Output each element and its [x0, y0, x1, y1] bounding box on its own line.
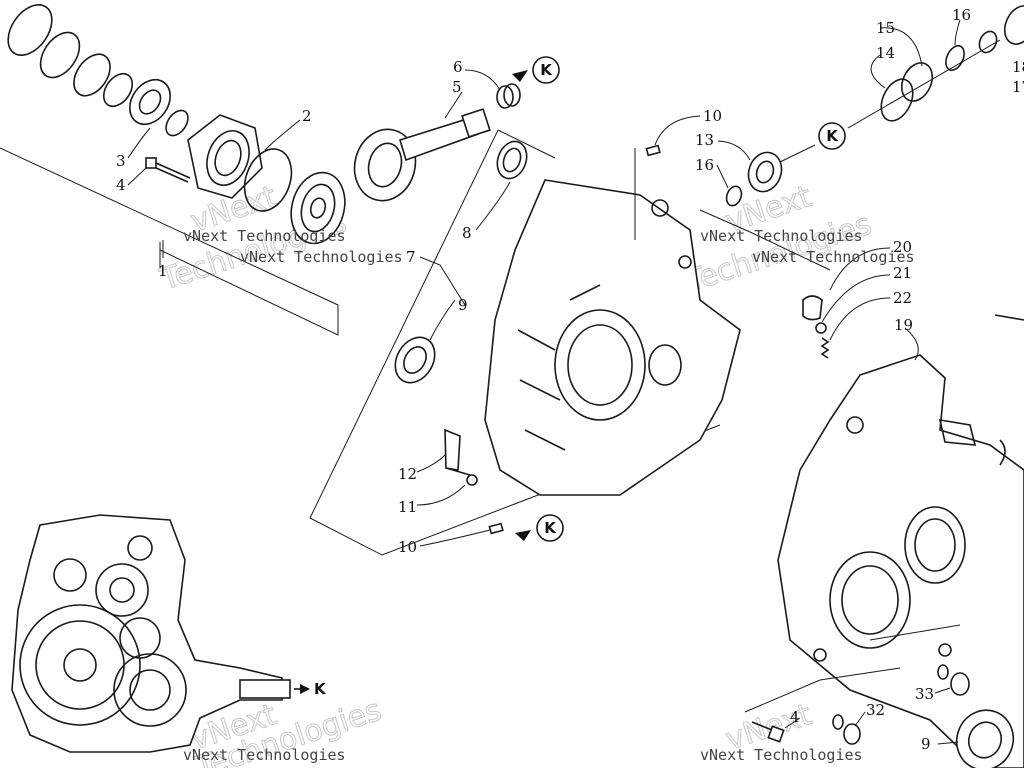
group-bracket-bottom-right: [744, 624, 961, 713]
callout-7: 7: [406, 248, 416, 266]
shaft-axis-right: [779, 39, 1001, 163]
callout-32: 32: [866, 701, 885, 719]
bushing-6: [496, 83, 521, 109]
seal-9-bottom-right: [955, 709, 1015, 768]
callout-1: 1: [158, 262, 168, 280]
bevel-gear: [290, 171, 346, 245]
callout-13: 13: [695, 131, 714, 149]
callout-3: 3: [116, 152, 126, 170]
callout-20: 20: [893, 238, 912, 256]
callout-33: 33: [915, 685, 934, 703]
svg-text:K: K: [826, 127, 839, 145]
callout-9-bottom: 9: [921, 735, 931, 753]
callout-4-top: 4: [116, 176, 126, 194]
group-bracket-right: [699, 209, 831, 271]
svg-text:vNext Technologies: vNext Technologies: [240, 248, 403, 266]
callout-16-top: 16: [952, 6, 971, 24]
seal-9-left: [394, 336, 436, 384]
pin-10-bottom: [488, 522, 504, 535]
callout-6: 6: [453, 58, 463, 76]
svg-text:vNext Technologies: vNext Technologies: [183, 746, 346, 764]
callout-22: 22: [893, 289, 912, 307]
callout-2: 2: [302, 107, 312, 125]
svg-text:K: K: [544, 519, 557, 537]
pinion-shaft: [353, 108, 491, 202]
svg-text:vNext Technologies: vNext Technologies: [183, 227, 346, 245]
callout-4-bottom: 4: [790, 708, 800, 726]
callout-12: 12: [398, 465, 417, 483]
callout-17: 17: [1012, 78, 1024, 96]
clip-12: [444, 428, 471, 476]
bolt-top-left: [145, 157, 191, 183]
spring-22: [820, 337, 830, 359]
callout-16-mid: 16: [695, 156, 714, 174]
snap-rings-top-right: [880, 5, 1024, 122]
washer-21: [815, 322, 827, 334]
plug-32: [832, 714, 861, 745]
reference-k-mid: K: [818, 122, 846, 150]
callout-8: 8: [462, 224, 472, 242]
snap-rings-top-left: [7, 4, 189, 137]
callout-18: 18: [1012, 58, 1024, 76]
svg-text:vNext Technologies: vNext Technologies: [700, 227, 863, 245]
callout-5: 5: [452, 78, 462, 96]
group-bracket-7: [309, 129, 721, 556]
screw-11: [466, 474, 478, 486]
callout-10-bottom: 10: [398, 538, 417, 556]
svg-text:vNext Technologies: vNext Technologies: [752, 248, 915, 266]
gearcase-center: [484, 179, 741, 496]
bearing-housing: [187, 114, 293, 212]
bolt-bottom-right: [751, 721, 785, 743]
callout-labels: 1 2 3 4 5 6 7 8 9 10 10 11 12 13 14 15 1…: [116, 6, 1024, 753]
callout-10-top: 10: [703, 107, 722, 125]
callout-14: 14: [876, 44, 895, 62]
plug-20: [802, 295, 823, 321]
svg-text:vNext Technologies: vNext Technologies: [700, 746, 863, 764]
seal-8: [496, 140, 528, 180]
assembled-gearcase-inset: [11, 514, 310, 753]
inset-k-label: K: [314, 680, 327, 698]
group-bracket-1: [0, 147, 339, 336]
callout-11: 11: [398, 498, 417, 516]
reference-k-top: K: [512, 56, 560, 84]
leader-lines: [127, 19, 961, 745]
watermark-small: vNext Technologies vNext Technologies vN…: [183, 227, 915, 764]
pin-10-top: [634, 144, 661, 240]
callout-19: 19: [894, 316, 913, 334]
callout-21: 21: [893, 264, 912, 282]
callout-15: 15: [876, 19, 895, 37]
bearing-13: [725, 151, 783, 207]
reference-k-bottom: K: [515, 514, 564, 542]
callout-9-left: 9: [458, 296, 468, 314]
plug-33: [937, 664, 970, 696]
svg-text:K: K: [540, 61, 553, 79]
gearcase-right: [777, 314, 1024, 768]
